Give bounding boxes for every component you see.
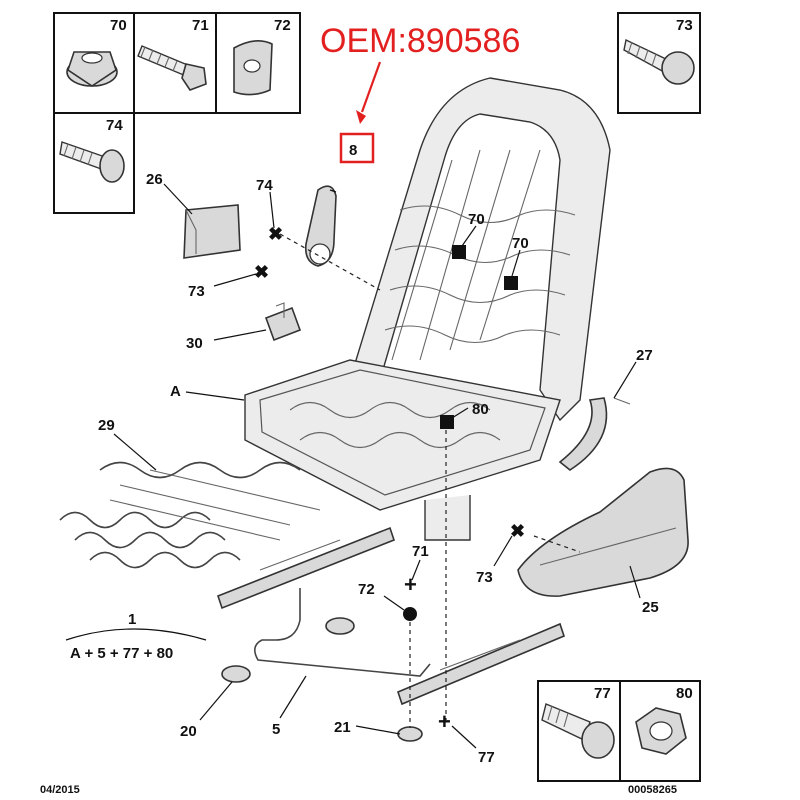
- dot-symbol-72: [403, 607, 417, 621]
- side-cover-25: [517, 467, 689, 597]
- callout-73-lower: 73: [476, 569, 493, 586]
- callout-30: 30: [186, 335, 203, 352]
- callout-26: 26: [146, 171, 163, 188]
- cross-symbol-74: ✖: [268, 224, 283, 244]
- oem-label: OEM:890586: [320, 22, 520, 60]
- screw-icon: [59, 141, 125, 183]
- flange-nut-icon: [66, 51, 118, 87]
- callout-77: 77: [478, 749, 495, 766]
- callout-8: 8: [349, 142, 357, 159]
- callout-29: 29: [98, 417, 115, 434]
- callout-73-upper: 73: [188, 283, 205, 300]
- inset-box-73: 73: [617, 12, 701, 114]
- assembly-formula: A + 5 + 77 + 80: [70, 645, 173, 662]
- cross-symbol-77: +: [438, 709, 451, 734]
- inset-box-74: 74: [53, 112, 135, 214]
- callout-5: 5: [272, 721, 280, 738]
- inset-box-71: 71: [133, 12, 217, 114]
- inset-label-73: 73: [676, 17, 693, 34]
- self-tapping-screw-icon: [623, 38, 695, 85]
- inset-label-72: 72: [274, 17, 291, 34]
- oem-arrow-icon: [356, 61, 382, 124]
- inset-label-77: 77: [594, 685, 611, 702]
- cross-symbol-73a: ✖: [254, 262, 269, 282]
- callout-A: A: [170, 383, 181, 400]
- seat-back-frame: [349, 77, 611, 422]
- shoulder-bolt-icon: [541, 703, 615, 759]
- callout-25: 25: [642, 599, 659, 616]
- inset-box-80: 80: [619, 680, 701, 782]
- cross-symbol-71: +: [404, 572, 417, 597]
- guide-line-74: [279, 233, 381, 291]
- washer-21: [397, 726, 423, 742]
- recliner-lever-8: [304, 185, 337, 267]
- cross-symbol-73b: ✖: [510, 521, 525, 541]
- inset-box-77: 77: [537, 680, 621, 782]
- bracket-26: [183, 204, 241, 259]
- callout-21: 21: [334, 719, 351, 736]
- rail-linkage-5: [221, 588, 431, 683]
- hex-nut-icon: [635, 707, 687, 755]
- callout-72: 72: [358, 581, 375, 598]
- bolt-icon: [137, 45, 207, 91]
- inset-label-70: 70: [110, 17, 127, 34]
- callout-74: 74: [256, 177, 273, 194]
- inset-box-70: 70: [53, 12, 135, 114]
- callout-27: 27: [636, 347, 653, 364]
- assembly-group: 1 A + 5 + 77 + 80: [65, 611, 207, 662]
- inset-label-74: 74: [106, 117, 123, 134]
- bracket-30: [264, 302, 302, 342]
- callout-71: 71: [412, 543, 429, 560]
- seat-rail-left: [217, 526, 395, 610]
- footer-date: 04/2015: [40, 784, 80, 796]
- footer-doc-number: 00058265: [628, 784, 677, 796]
- callout-70-lower: 70: [512, 235, 529, 252]
- assembly-brace: [65, 628, 207, 641]
- inset-label-71: 71: [192, 17, 209, 34]
- square-symbol-80: [440, 415, 454, 429]
- trim-27: [558, 397, 631, 471]
- callout-20: 20: [180, 723, 197, 740]
- seat-rail-right: [397, 622, 565, 706]
- callout-80: 80: [472, 401, 489, 418]
- fastener-square-70b: [504, 276, 518, 290]
- inset-label-80: 80: [676, 685, 693, 702]
- inset-box-72: 72: [215, 12, 301, 114]
- seat-base-frame: [244, 359, 561, 541]
- assembly-number: 1: [128, 611, 136, 628]
- guide-line-73b: [533, 535, 581, 553]
- highlight-box-8: [339, 132, 375, 164]
- spring-mat-29: [59, 461, 321, 569]
- fastener-square-70a: [452, 245, 466, 259]
- callout-70-upper: 70: [468, 211, 485, 228]
- clip-washer-icon: [233, 40, 273, 96]
- leader-lines: [113, 183, 641, 749]
